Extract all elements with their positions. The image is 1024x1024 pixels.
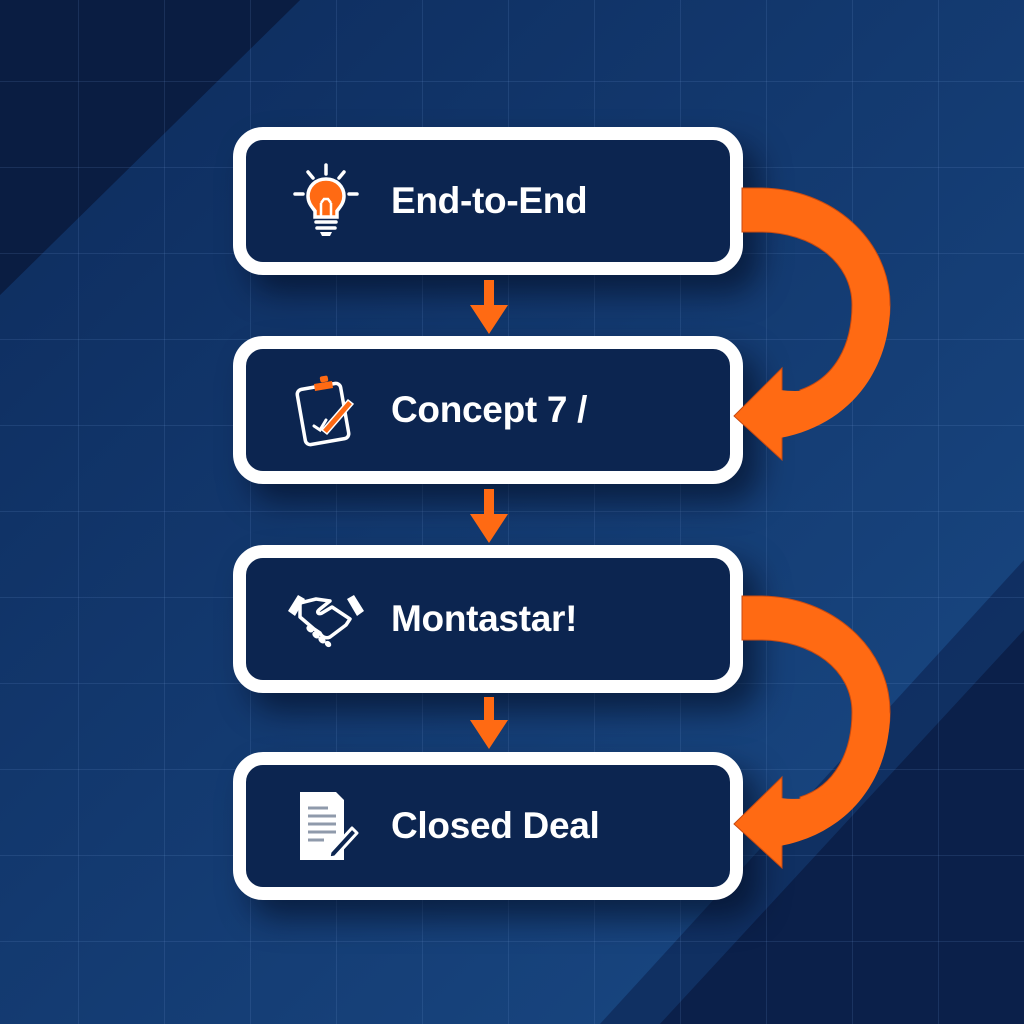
step-card-4: Closed Deal	[233, 752, 743, 900]
lightbulb-icon	[286, 161, 366, 241]
document-sign-icon	[286, 786, 366, 866]
step-card-1: End-to-End	[233, 127, 743, 275]
clipboard-check-icon	[286, 370, 366, 450]
handshake-icon	[286, 579, 366, 659]
step-label: Concept 7 /	[391, 389, 588, 430]
step-card-3: Montastar!	[233, 545, 743, 693]
step-card-2: Concept 7 /	[233, 336, 743, 484]
step-label: Closed Deal	[391, 805, 600, 846]
step-label: Montastar!	[391, 598, 578, 639]
step-label: End-to-End	[391, 180, 588, 221]
